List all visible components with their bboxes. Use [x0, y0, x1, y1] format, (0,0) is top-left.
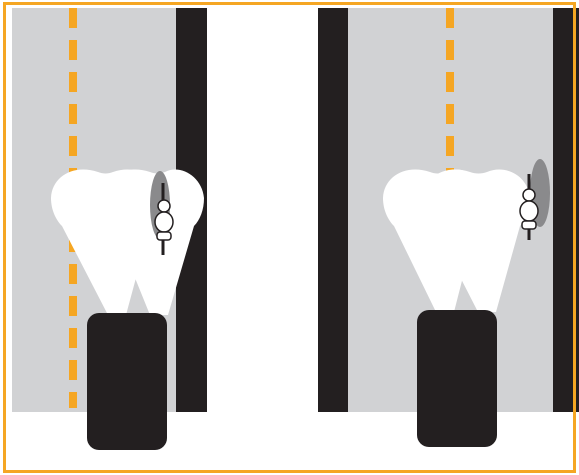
left-rider-body — [154, 211, 174, 233]
right-rider-helmet — [522, 188, 536, 202]
left-motorcycle-seat — [156, 231, 172, 241]
outer-frame — [3, 2, 576, 473]
left-motorcycle-icon — [150, 171, 174, 255]
right-headlight-beams — [383, 169, 530, 312]
left-car-icon — [87, 313, 167, 450]
right-motorcycle-seat — [521, 220, 537, 230]
right-road-edge-line-left — [318, 8, 348, 412]
left-panel — [12, 8, 207, 450]
left-headlight-beams — [51, 169, 204, 315]
right-car-icon — [417, 310, 497, 447]
right-headlight-beam-right-icon — [423, 169, 530, 312]
left-headlight-beam-right-icon — [103, 169, 204, 315]
right-rider-body — [519, 200, 539, 222]
left-rider-helmet — [157, 199, 171, 213]
right-panel — [318, 8, 579, 447]
right-motorcycle-icon — [519, 159, 550, 240]
